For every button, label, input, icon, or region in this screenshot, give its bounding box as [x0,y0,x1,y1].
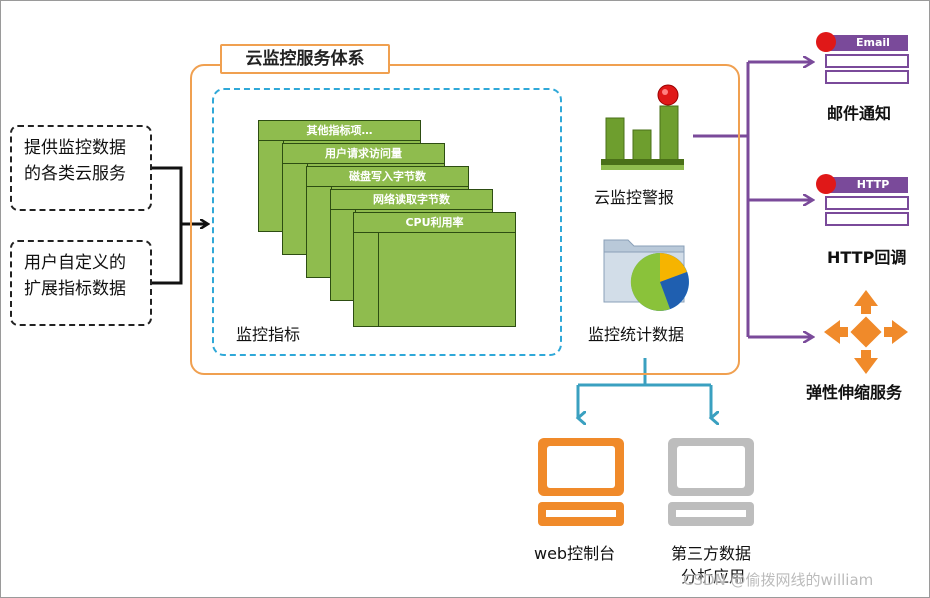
metric-card-title: 其他指标项… [259,121,420,141]
metrics-label: 监控指标 [236,325,301,344]
scaling-label: 弹性伸缩服务 [806,383,903,402]
source-provider-box: 提供监控数据 的各类云服务 [10,125,152,211]
source-provider-line2: 的各类云服务 [24,164,126,184]
cloud-system-title: 云监控服务体系 [220,44,390,74]
cloud-system-box [190,64,740,375]
watermark-text: CSDN @偷拨网线的william [683,571,874,589]
http-label: HTTP回调 [827,248,907,267]
source-provider-line1: 提供监控数据 [24,138,126,158]
metric-card-title: 网络读取字节数 [331,190,492,210]
email-badge: Email [856,36,890,49]
metric-card-title: 磁盘写入字节数 [307,167,468,187]
source-custom-box: 用户自定义的 扩展指标数据 [10,240,152,326]
third-party-label-line1: 第三方数据 [671,544,752,563]
third-party-label-line2: 分析应用 [681,567,746,586]
email-label: 邮件通知 [827,104,892,123]
metric-card-title: CPU利用率 [354,213,515,233]
source-connector [152,166,183,285]
alarm-label: 云监控警报 [594,188,675,207]
stats-label: 监控统计数据 [588,325,685,344]
source-custom-line2: 扩展指标数据 [24,279,126,299]
metric-card-title: 用户请求访问量 [283,144,444,164]
web-console-label: web控制台 [534,544,616,563]
source-custom-line1: 用户自定义的 [24,253,126,273]
http-badge: HTTP [856,178,890,191]
metrics-group-box [212,88,562,356]
metric-card-cpu: CPU利用率 [353,212,516,327]
